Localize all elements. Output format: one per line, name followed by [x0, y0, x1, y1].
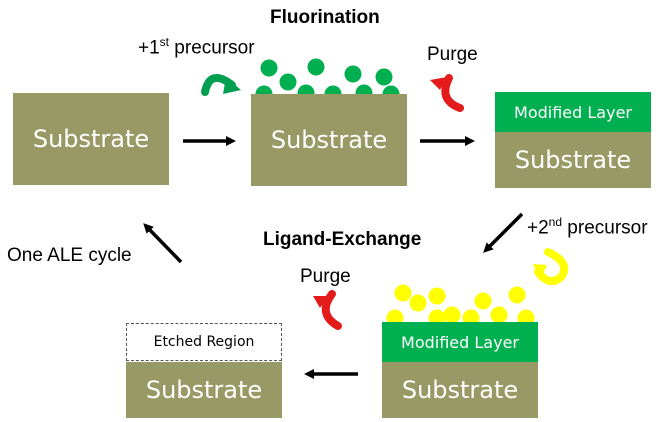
etched-region-box: Etched Region — [126, 323, 282, 361]
second-precursor-suffix: precursor — [562, 217, 648, 239]
arrow-modified-to-ligand-exchange — [483, 212, 524, 253]
substrate-etched-box: Substrate — [126, 362, 282, 418]
second-precursor-label: +2nd precursor — [527, 215, 648, 239]
substrate-initial-box: Substrate — [13, 93, 169, 185]
first-precursor-superscript: st — [159, 35, 170, 49]
purge-curved-arrow-bottom-icon — [313, 290, 342, 330]
fluorination-title: Fluorination — [270, 7, 380, 28]
modified-layer-bottom-box: Modified Layer — [382, 322, 538, 362]
ale-cycle-label: One ALE cycle — [7, 245, 132, 266]
first-precursor-suffix: precursor — [169, 37, 255, 59]
precursor-2-curved-arrow-icon — [533, 248, 569, 286]
second-precursor-prefix: +2 — [527, 217, 549, 239]
purge-curved-arrow-icon — [430, 74, 464, 112]
first-precursor-prefix: +1 — [138, 37, 160, 59]
substrate-modified-box: Substrate — [495, 132, 651, 188]
second-precursor-superscript: nd — [548, 215, 563, 229]
modified-layer-top-box: Modified Layer — [495, 92, 651, 132]
substrate-fluorination-box: Substrate — [251, 94, 407, 186]
ligand-exchange-title: Ligand-Exchange — [263, 229, 422, 250]
purge-label-top: Purge — [427, 44, 478, 65]
purge-label-bottom: Purge — [300, 266, 351, 287]
arrow-cycle-return — [143, 223, 183, 264]
ligand-precursor-molecules — [386, 284, 535, 327]
first-precursor-label: +1st precursor — [138, 35, 255, 59]
substrate-ligand-exchange-box: Substrate — [382, 362, 538, 418]
precursor-1-curved-arrow-icon — [201, 74, 241, 96]
